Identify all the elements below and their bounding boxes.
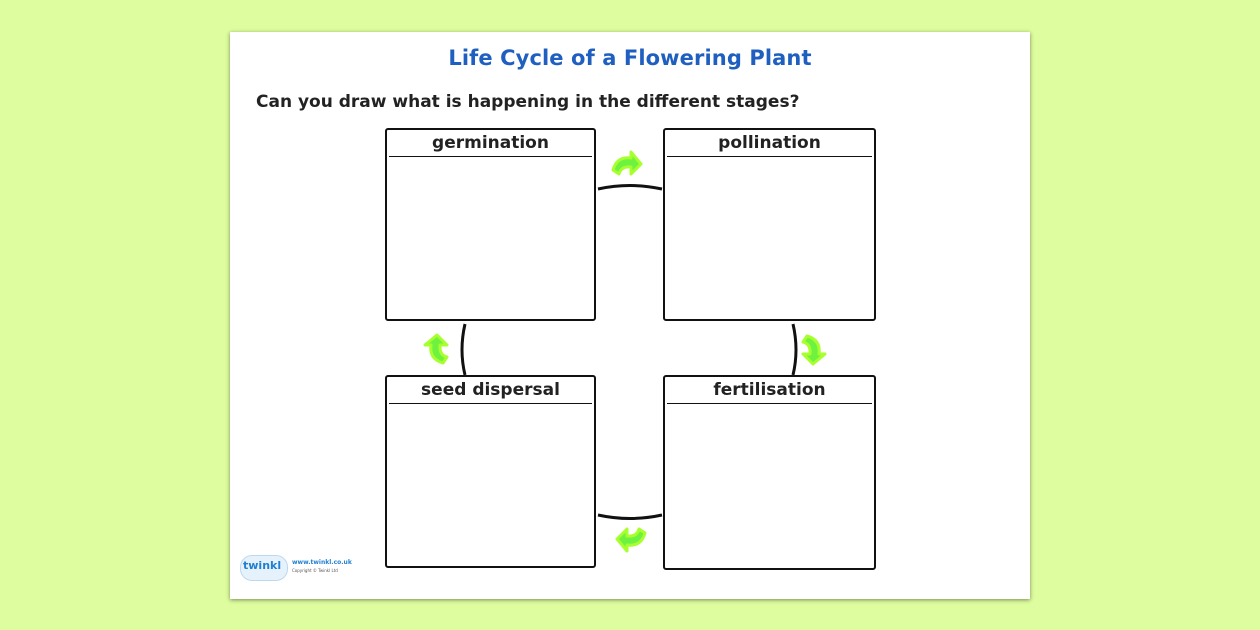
twinkl-logo: twinkl www.twinkl.co.uk Copyright © Twin… bbox=[240, 553, 352, 583]
stage-box-seed-dispersal[interactable]: seed dispersal bbox=[385, 375, 596, 568]
cycle-arrow-icon bbox=[801, 334, 827, 366]
instruction-text: Can you draw what is happening in the di… bbox=[256, 92, 800, 112]
stage-label-pollination: pollination bbox=[667, 130, 872, 157]
cycle-arrow-icon bbox=[615, 527, 647, 553]
stage-box-pollination[interactable]: pollination bbox=[663, 128, 876, 321]
stage-label-seed-dispersal: seed dispersal bbox=[389, 377, 592, 404]
stage-box-germination[interactable]: germination bbox=[385, 128, 596, 321]
logo-url: www.twinkl.co.uk bbox=[292, 559, 352, 566]
logo-text: twinkl bbox=[243, 559, 282, 572]
connector-top bbox=[597, 184, 663, 191]
stage-label-fertilisation: fertilisation bbox=[667, 377, 872, 404]
cycle-arrow-icon bbox=[423, 333, 449, 365]
logo-copyright: Copyright © Twinkl Ltd bbox=[292, 568, 338, 573]
cycle-connectors bbox=[423, 150, 827, 553]
connector-bottom bbox=[597, 513, 663, 520]
page-title: Life Cycle of a Flowering Plant bbox=[448, 46, 812, 70]
stage-box-fertilisation[interactable]: fertilisation bbox=[663, 375, 876, 570]
logo-cloud-icon bbox=[240, 555, 288, 581]
connector-left bbox=[460, 323, 467, 376]
worksheet-page: Life Cycle of a Flowering Plant Can you … bbox=[230, 32, 1030, 599]
stage-label-germination: germination bbox=[389, 130, 592, 157]
connector-right bbox=[791, 323, 798, 376]
cycle-arrow-icon bbox=[611, 150, 643, 176]
